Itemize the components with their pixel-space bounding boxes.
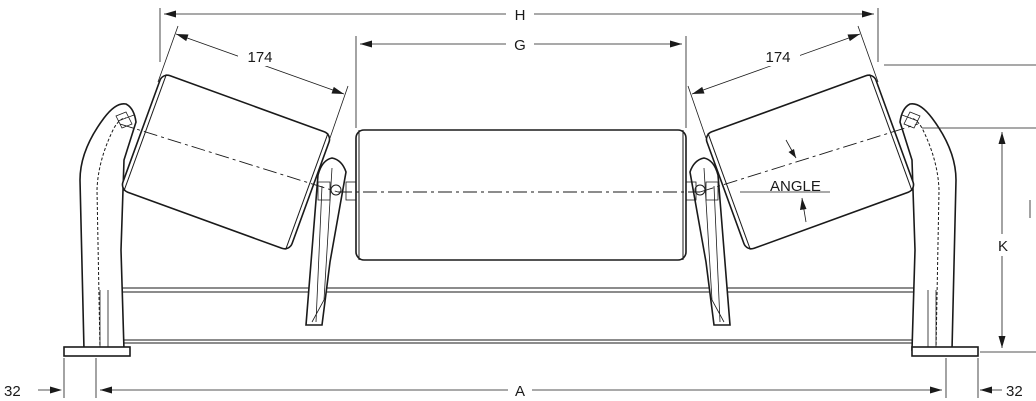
dimension-offset-right: 32: [977, 358, 1023, 400]
dimension-roll-left: 174: [157, 25, 349, 139]
left-wing-roll: [121, 74, 331, 250]
dimension-a: A: [95, 358, 947, 400]
right-bracket-bolt: [901, 111, 921, 129]
dimension-roll-right: 174: [687, 25, 879, 139]
dimension-h: H: [159, 4, 879, 62]
dimension-offset-left-label: 32: [4, 383, 21, 400]
left-bracket: [63, 102, 137, 357]
right-inner-bracket: [689, 157, 731, 326]
dimension-k-label: K: [998, 238, 1008, 255]
roll-centerlines: [119, 123, 919, 193]
right-wing-roll: [705, 74, 915, 250]
angle-annotation: ANGLE: [770, 139, 821, 223]
center-roll: [345, 129, 697, 261]
dimension-g-label: G: [514, 37, 526, 54]
dimension-k: K: [884, 64, 1036, 353]
angle-label: ANGLE: [770, 178, 821, 195]
dimension-h-label: H: [515, 7, 526, 24]
cross-member: [121, 287, 919, 344]
dimension-roll-left-label: 174: [247, 49, 272, 66]
left-inner-bracket: [305, 157, 347, 326]
dimension-a-label: A: [515, 383, 525, 400]
dimension-offset-right-label: 32: [1006, 383, 1023, 400]
dimension-offset-left: 32: [4, 358, 65, 400]
right-bracket: [899, 102, 979, 357]
dimension-roll-right-label: 174: [765, 49, 790, 66]
dimension-g: G: [355, 34, 687, 128]
